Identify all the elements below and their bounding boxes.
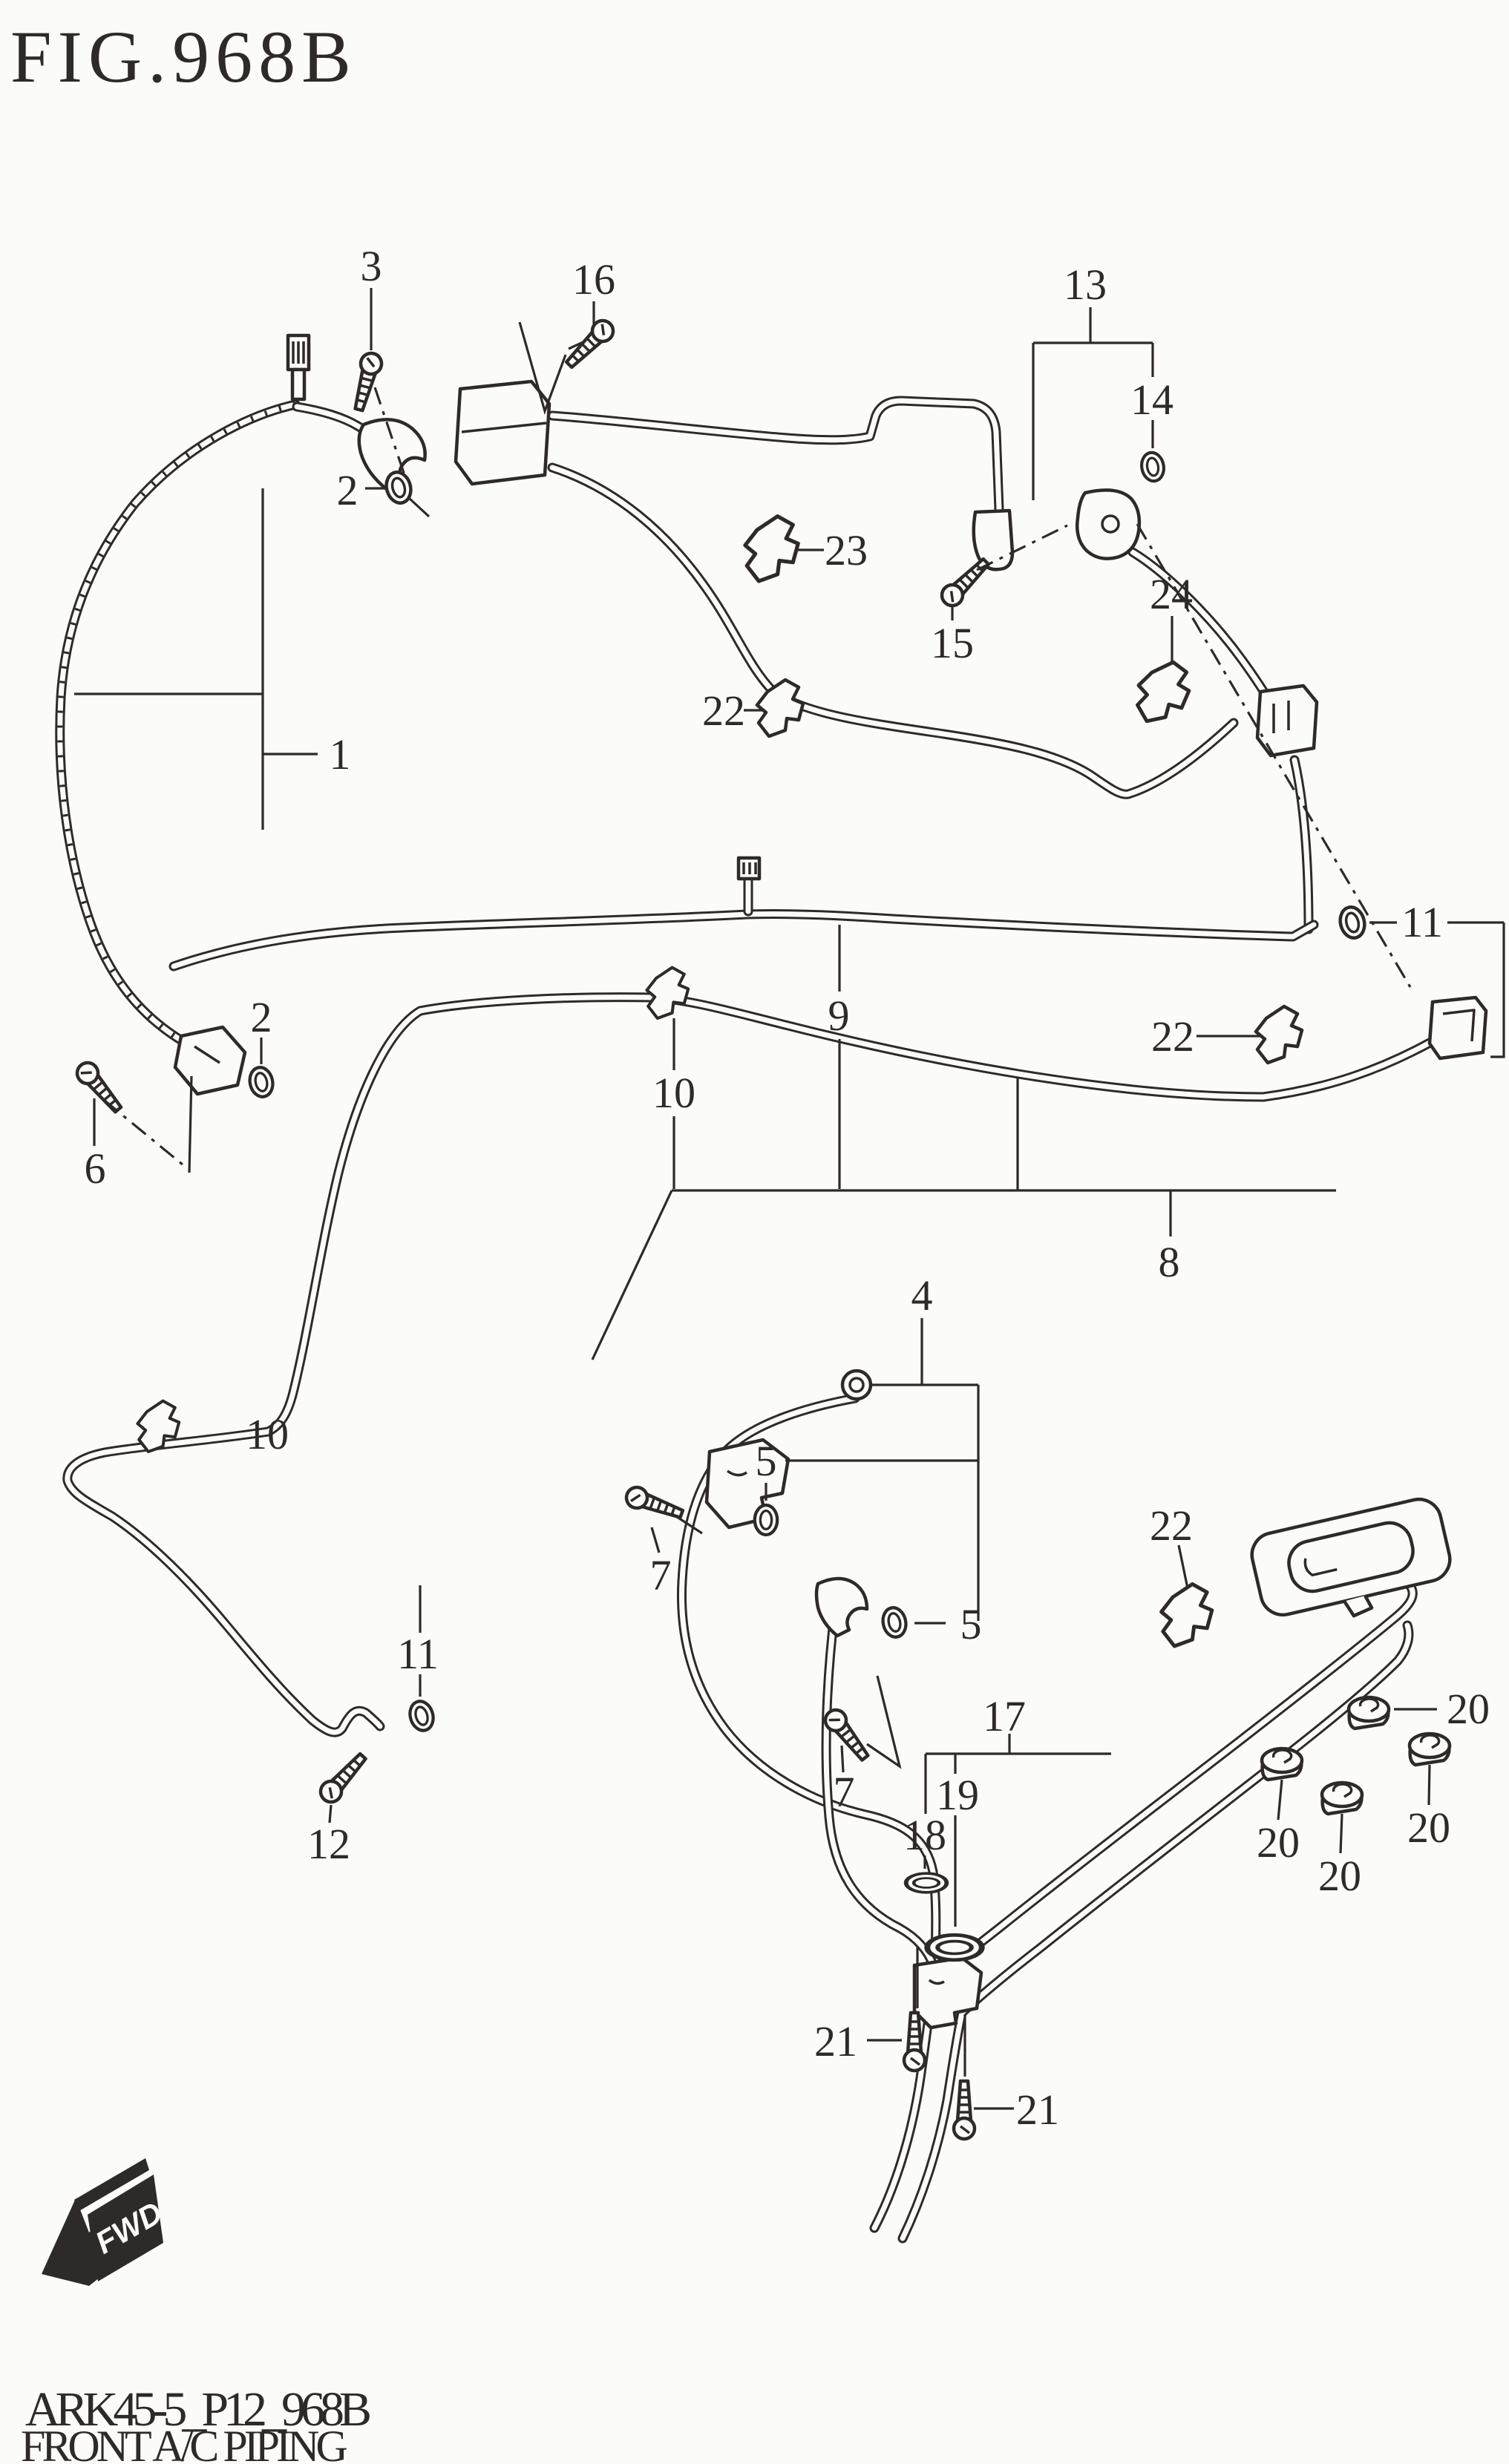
hose-corrugation bbox=[57, 402, 296, 1051]
part-number-label: 20 bbox=[1318, 1852, 1361, 1900]
pipe-end-block bbox=[1255, 684, 1319, 758]
figure-title: FIG.968B bbox=[10, 16, 357, 98]
part-number-label: 22 bbox=[702, 687, 745, 735]
tee-valve-cap bbox=[736, 856, 762, 881]
pipe-core bbox=[871, 1574, 1415, 2231]
mid-lower-pipe bbox=[62, 992, 1436, 1737]
pipe-core bbox=[900, 1622, 1412, 2241]
part-number-label: 5 bbox=[756, 1437, 777, 1485]
mid-upper-pipe bbox=[168, 908, 1319, 971]
fwd-marker: FWD bbox=[42, 2158, 168, 2286]
pipe-core bbox=[57, 402, 298, 1051]
fwd-arrow-icon bbox=[42, 2198, 110, 2286]
part-number-label: 11 bbox=[397, 1630, 439, 1678]
part-number-label: 3 bbox=[361, 242, 382, 290]
fwd-banner bbox=[88, 2175, 163, 2281]
hose-end-fitting bbox=[173, 1025, 247, 1096]
part-number-label: 9 bbox=[828, 992, 850, 1040]
upper-joint-block bbox=[704, 1438, 790, 1530]
pipe-core bbox=[549, 465, 1237, 797]
part-number-label: 20 bbox=[1257, 1818, 1300, 1867]
pipe-core bbox=[823, 1606, 937, 1970]
part-number-label: 17 bbox=[983, 1692, 1026, 1740]
part-number-label: 18 bbox=[903, 1811, 946, 1859]
pipe-core bbox=[1292, 757, 1312, 932]
part-number-label: 19 bbox=[936, 1771, 979, 1819]
part-number-label: 5 bbox=[960, 1600, 982, 1648]
piping-artwork bbox=[55, 396, 1436, 2244]
part-number-label: 8 bbox=[1159, 1238, 1180, 1286]
top-port-ring bbox=[840, 1369, 873, 1401]
part-number-label: 16 bbox=[572, 255, 615, 304]
part-number-label: 10 bbox=[652, 1069, 695, 1117]
part-number-label: 6 bbox=[85, 1144, 106, 1193]
part-number-label: 11 bbox=[1401, 898, 1443, 946]
part-number-label: 1 bbox=[330, 730, 351, 779]
pipe-core bbox=[549, 398, 1002, 512]
pipe-core bbox=[65, 995, 1434, 1735]
part-number-label: 2 bbox=[251, 993, 272, 1041]
part-number-label: 10 bbox=[246, 1410, 289, 1458]
part-number-label: 21 bbox=[814, 2017, 857, 2065]
part-number-label: 14 bbox=[1130, 376, 1174, 424]
part-number-label: 7 bbox=[834, 1768, 855, 1816]
suction-hose bbox=[55, 399, 301, 1053]
part-number-label: 15 bbox=[931, 619, 974, 667]
leader-lines bbox=[74, 288, 1505, 2110]
part-number-label: 22 bbox=[1151, 1012, 1194, 1061]
footer-code: ARK45-5_P12_968B bbox=[25, 2382, 370, 2437]
part-number-label: 21 bbox=[1016, 2085, 1059, 2134]
pipe-core bbox=[171, 911, 1317, 969]
footer-caption: FRONT A/C PIPING bbox=[21, 2422, 347, 2464]
fittings bbox=[73, 316, 1488, 2139]
part-number-label: 4 bbox=[911, 1271, 933, 1320]
boss-flange bbox=[1076, 488, 1142, 560]
fwd-banner-stripe bbox=[74, 2158, 149, 2212]
part-number-label: 24 bbox=[1150, 570, 1193, 618]
mount-plate bbox=[1250, 1497, 1452, 1618]
square-connector bbox=[1427, 995, 1488, 1061]
connector-blocks bbox=[454, 379, 551, 486]
foot-bracket-block bbox=[912, 1956, 983, 2030]
part-number-label: 13 bbox=[1064, 261, 1107, 309]
part-number-label: 20 bbox=[1447, 1685, 1490, 1733]
part-number-label: 22 bbox=[1150, 1501, 1193, 1550]
charge-valve bbox=[286, 333, 311, 402]
hook-fitting bbox=[972, 508, 1015, 571]
part-number-label: 20 bbox=[1407, 1803, 1450, 1852]
part-number-label: 7 bbox=[650, 1551, 672, 1599]
upper-loop-pipe bbox=[547, 396, 1004, 514]
part-number-label: 2 bbox=[337, 466, 359, 514]
jaw-fitting-top bbox=[357, 418, 427, 492]
part-number-label: 12 bbox=[307, 1820, 350, 1868]
part-number-label: 23 bbox=[825, 526, 868, 574]
jaw-fitting-lower bbox=[814, 1576, 869, 1638]
